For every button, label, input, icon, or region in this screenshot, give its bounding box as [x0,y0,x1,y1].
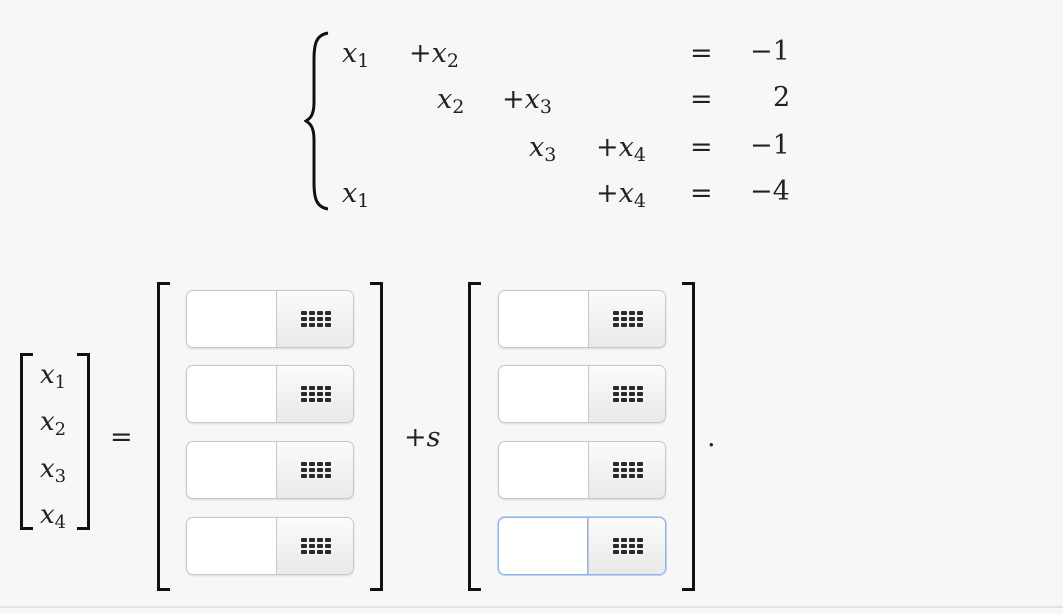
keypad-grid-icon [301,386,331,402]
particular-entry-2 [186,365,354,423]
eq3-rhs: −1 [750,130,790,161]
unknown-x1: x1 [40,360,67,393]
unknowns-right-bracket [77,353,90,530]
particular-input-3[interactable] [187,442,276,498]
particular-input-2[interactable] [187,366,276,422]
particular-keypad-button-2[interactable] [276,366,353,422]
particular-entry-4 [186,517,354,575]
keypad-grid-icon [301,311,331,327]
eq2-term-x2: x2 [437,84,465,118]
eq2-term-plus-x3: +x3 [502,84,552,118]
left-brace [304,31,329,211]
keypad-grid-icon [613,462,643,478]
direction-input-3[interactable] [499,442,588,498]
direction-input-2[interactable] [499,366,588,422]
keypad-grid-icon [613,386,643,402]
keypad-grid-icon [301,462,331,478]
unknown-x4: x4 [40,500,67,533]
eq3-equals: = [690,132,713,163]
eq4-equals: = [690,178,713,209]
particular-entry-3 [186,441,354,499]
bottom-divider [0,606,1063,608]
keypad-grid-icon [613,311,643,327]
particular-right-bracket [370,282,383,591]
particular-keypad-button-1[interactable] [276,291,353,347]
plus-parameter: +s [404,422,441,453]
particular-input-1[interactable] [187,291,276,347]
direction-left-bracket [468,282,481,591]
direction-keypad-button-3[interactable] [588,442,665,498]
direction-entry-3 [498,441,666,499]
direction-right-bracket [682,282,695,591]
eq1-rhs: −1 [750,36,790,67]
particular-keypad-button-3[interactable] [276,442,353,498]
unknowns-left-bracket [20,353,33,530]
direction-entry-2 [498,365,666,423]
eq2-rhs: 2 [773,82,791,113]
keypad-grid-icon [301,538,331,554]
particular-left-bracket [157,282,170,591]
direction-entry-1 [498,290,666,348]
eq3-term-plus-x4: +x4 [596,132,646,166]
eq1-equals: = [690,38,713,69]
eq4-term-x1: x1 [342,178,370,212]
direction-keypad-button-1[interactable] [588,291,665,347]
direction-input-1[interactable] [499,291,588,347]
keypad-grid-icon [613,538,643,554]
particular-input-4[interactable] [187,518,276,574]
unknown-x3: x3 [40,454,67,487]
eq3-term-x3: x3 [529,132,557,166]
eq2-equals: = [690,84,713,115]
direction-keypad-button-2[interactable] [588,366,665,422]
direction-input-4[interactable] [499,518,588,574]
vector-equals-sign: = [110,422,133,453]
unknown-x2: x2 [40,407,67,440]
direction-entry-4 [498,517,666,575]
eq4-term-plus-x4: +x4 [596,178,646,212]
direction-keypad-button-4[interactable] [588,518,665,574]
particular-entry-1 [186,290,354,348]
trailing-period: . [707,422,716,453]
eq1-term-x1: x1 [342,38,370,72]
particular-keypad-button-4[interactable] [276,518,353,574]
eq4-rhs: −4 [750,176,790,207]
eq1-term-plus-x2: +x2 [409,38,459,72]
